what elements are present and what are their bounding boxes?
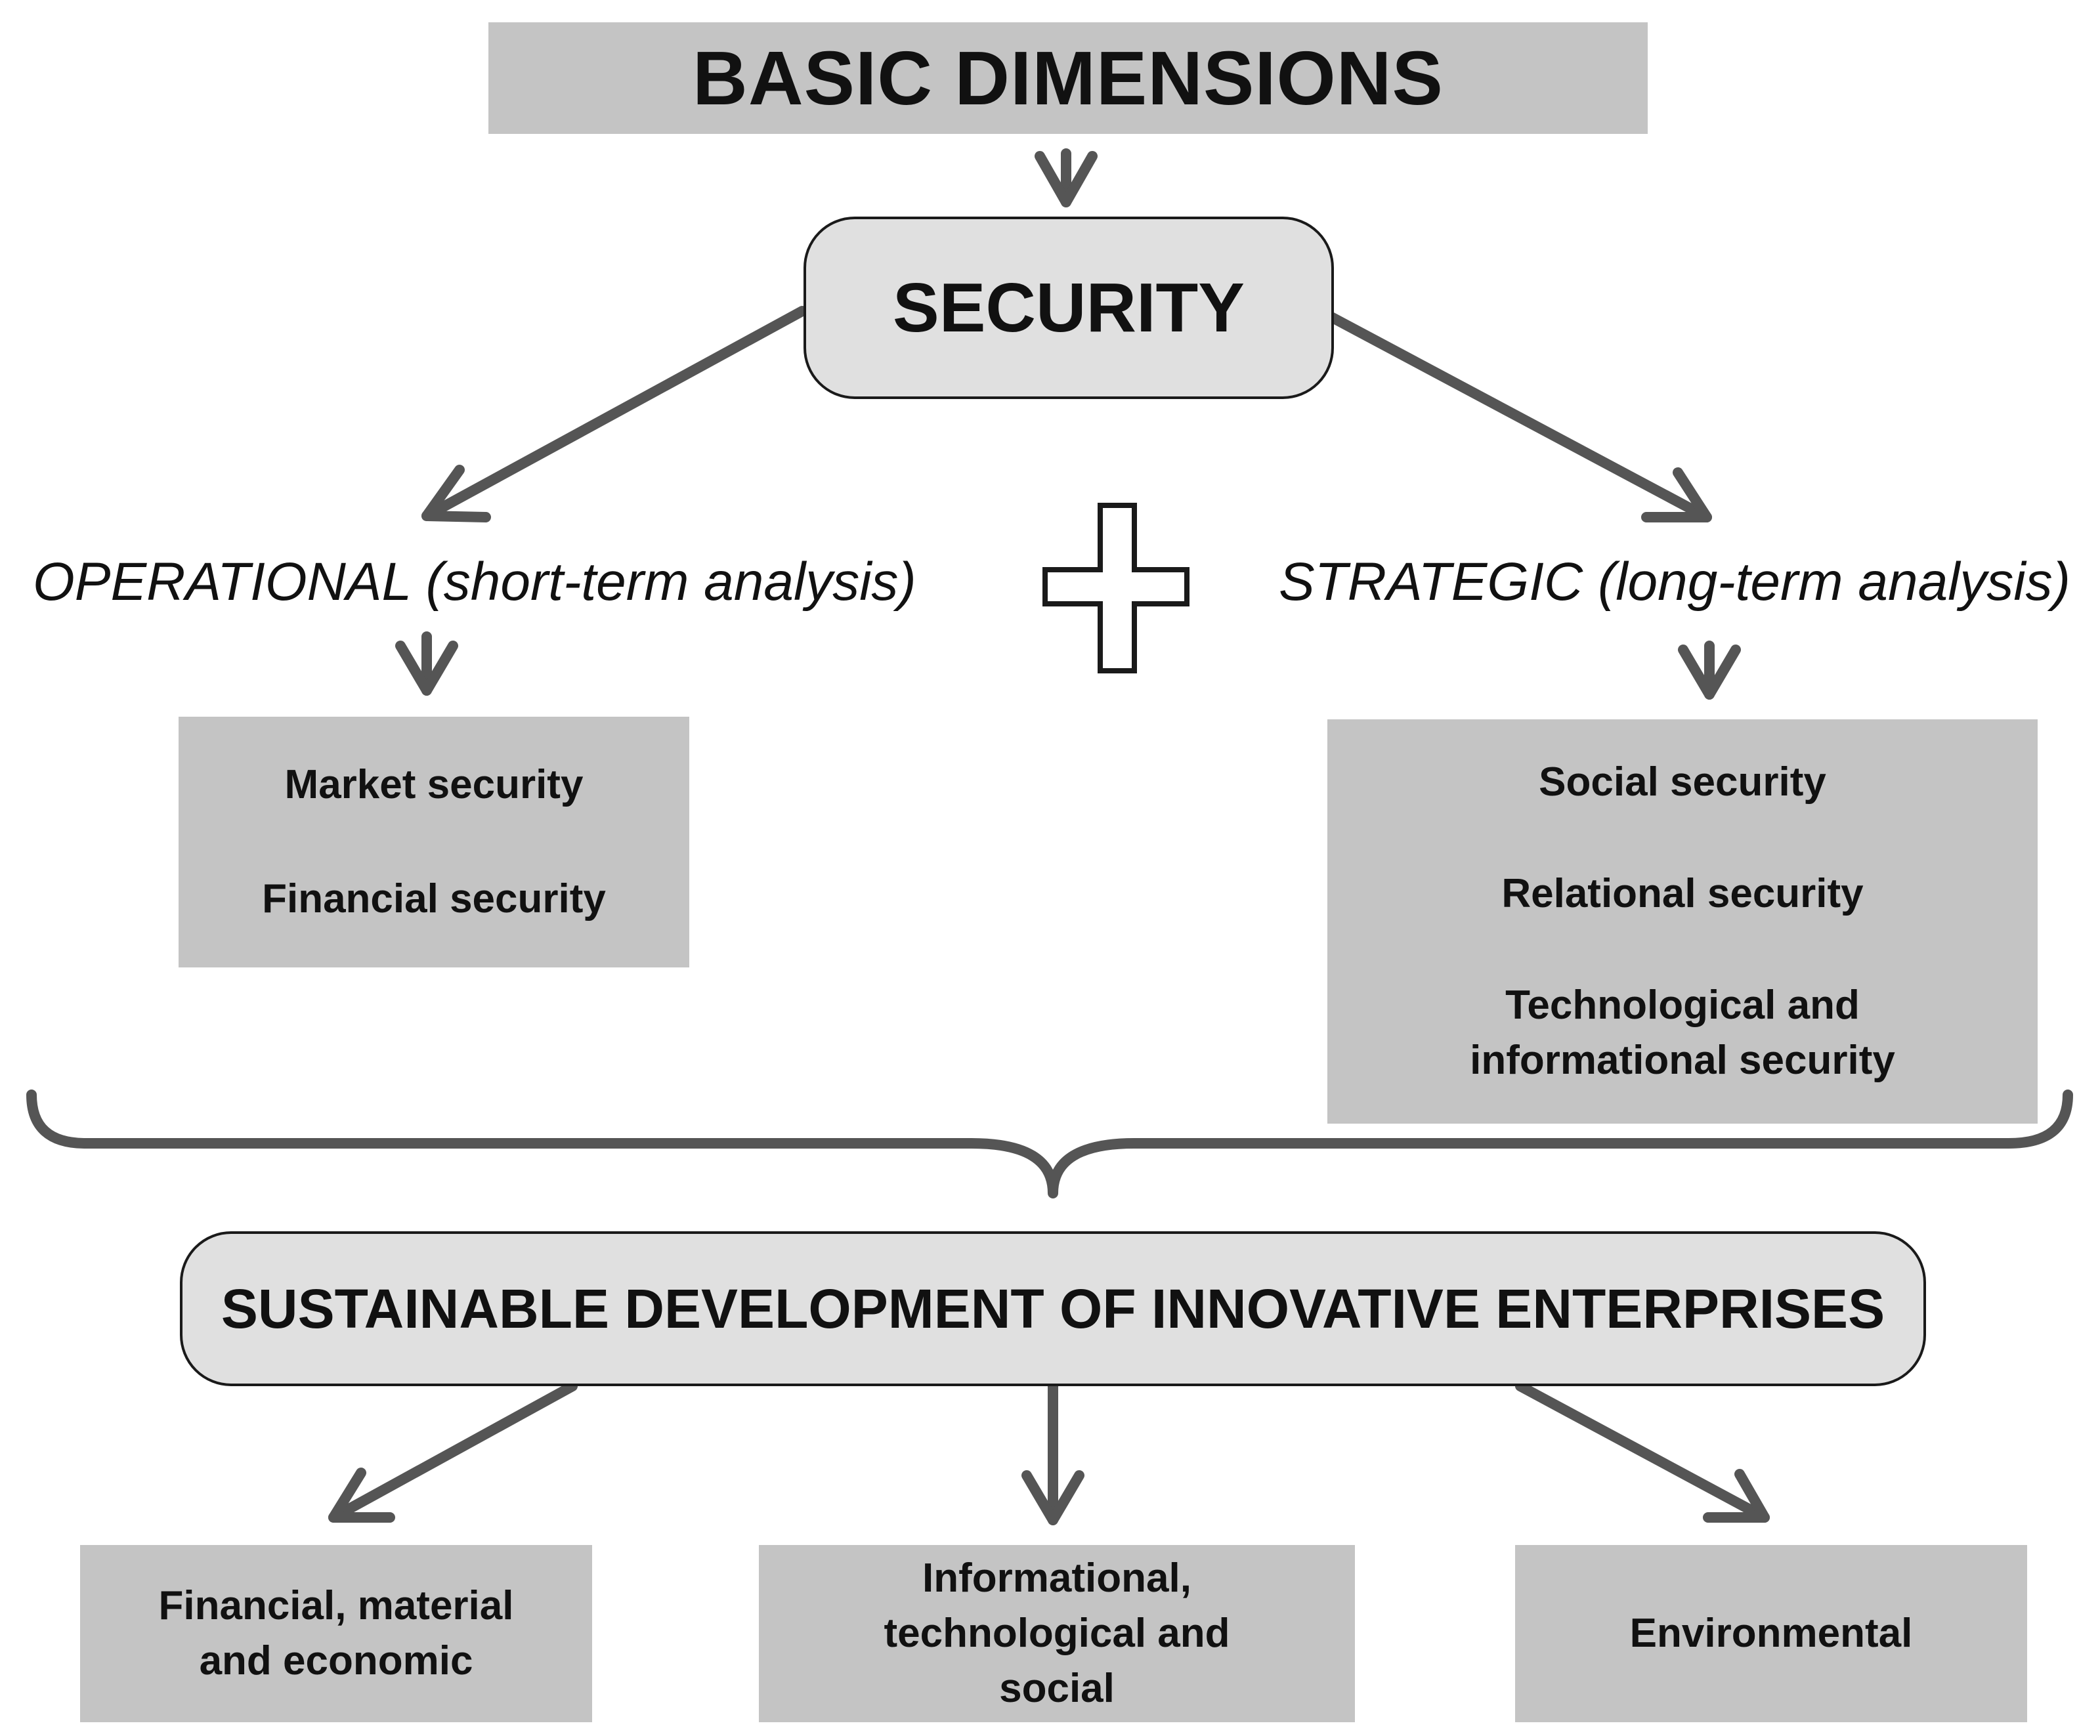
- operational-items-box: Market security Financial security: [179, 717, 689, 967]
- strategic-label: STRATEGIC (long-term analysis): [1279, 552, 2070, 612]
- strategic-items-box: Social security Relational security Tech…: [1327, 719, 2038, 1124]
- plus-icon: [1042, 503, 1189, 673]
- list-item-relational-security: Relational security: [1501, 871, 1864, 916]
- list-item-market-security: Market security: [284, 762, 584, 807]
- outcome-financial-box: Financial, material and economic: [80, 1545, 592, 1722]
- basic-dimensions-box: BASIC DIMENSIONS: [488, 22, 1648, 134]
- outcome-informational-label: Informational, technological and social: [884, 1556, 1230, 1711]
- outcome-environmental-label: Environmental: [1629, 1611, 1913, 1656]
- list-item-social-security: Social security: [1539, 759, 1826, 805]
- arrow-operational-to-items: [395, 631, 458, 696]
- curly-brace-icon: [26, 1090, 2073, 1198]
- basic-dimensions-title: BASIC DIMENSIONS: [693, 35, 1444, 121]
- sustainable-development-box: SUSTAINABLE DEVELOPMENT OF INNOVATIVE EN…: [180, 1231, 1926, 1386]
- security-label: SECURITY: [893, 268, 1245, 347]
- arrow-security-to-operational: [421, 306, 807, 522]
- outcome-environmental-box: Environmental: [1515, 1545, 2027, 1722]
- list-item-financial-security: Financial security: [262, 876, 606, 921]
- list-item-technological-security: Technological and informational security: [1470, 983, 1895, 1083]
- security-box: SECURITY: [804, 217, 1334, 399]
- arrow-sustainable-to-financial: [328, 1381, 578, 1523]
- arrow-security-to-strategic: [1327, 312, 1712, 522]
- outcome-financial-label: Financial, material and economic: [158, 1583, 514, 1683]
- arrow-sustainable-to-environmental: [1515, 1381, 1770, 1523]
- arrow-basic-to-security: [1035, 148, 1098, 207]
- sustainable-development-label: SUSTAINABLE DEVELOPMENT OF INNOVATIVE EN…: [221, 1277, 1885, 1340]
- outcome-informational-box: Informational, technological and social: [759, 1545, 1355, 1722]
- operational-label: OPERATIONAL (short-term analysis): [33, 552, 916, 612]
- arrow-strategic-to-items: [1678, 641, 1741, 700]
- arrow-sustainable-to-informational: [1021, 1381, 1084, 1525]
